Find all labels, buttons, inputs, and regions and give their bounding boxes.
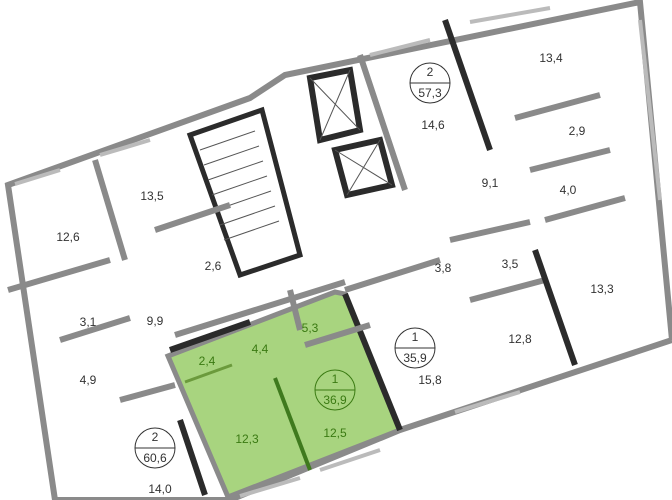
elevator-shafts: [306, 66, 396, 199]
room-area: 9,1: [482, 176, 499, 190]
room-area: 13,3: [590, 282, 614, 296]
room-area: 2,6: [205, 259, 222, 273]
room-area: 9,9: [147, 314, 164, 328]
apartment-area: 60,6: [143, 451, 167, 465]
room-area: 14,6: [421, 118, 445, 132]
room-area: 4,9: [80, 373, 97, 387]
room-area: 13,5: [140, 189, 164, 203]
apartment-area: 35,9: [403, 351, 427, 365]
room-area: 13,4: [539, 51, 563, 65]
apartment-badge[interactable]: 2 57,3: [409, 62, 451, 104]
room-area: 12,6: [56, 230, 80, 244]
room-area: 15,8: [418, 373, 442, 387]
room-area: 3,8: [435, 261, 452, 275]
room-area: 12,3: [235, 432, 259, 446]
staircase: [186, 106, 304, 279]
room-area: 12,8: [508, 332, 532, 346]
apartment-badge[interactable]: 2 60,6: [134, 427, 176, 469]
room-area: 5,3: [302, 321, 319, 335]
room-area: 2,9: [569, 124, 586, 138]
apartment-rooms: 2: [152, 430, 159, 444]
room-area: 3,5: [502, 257, 519, 271]
room-area: 3,1: [80, 315, 97, 329]
apartment-area: 57,3: [418, 86, 442, 100]
apartment-badge-selected[interactable]: 1 36,9: [314, 369, 356, 411]
interior-walls: [7, 19, 626, 496]
apartment-rooms: 1: [412, 330, 419, 344]
windows: [14, 6, 662, 498]
room-area: 14,0: [148, 482, 172, 496]
apartment-area: 36,9: [323, 393, 347, 407]
apartment-rooms: 2: [427, 65, 434, 79]
room-area: 2,4: [199, 354, 216, 368]
room-area: 4,0: [560, 183, 577, 197]
room-area-labels: 12,6 13,5 2,6 3,1 9,9 4,9 14,0 2,4 4,4 5…: [56, 51, 614, 496]
room-area: 4,4: [252, 342, 269, 356]
room-area: 12,5: [323, 426, 347, 440]
apartment-badge[interactable]: 1 35,9: [394, 327, 436, 369]
apartment-rooms: 1: [332, 372, 339, 386]
